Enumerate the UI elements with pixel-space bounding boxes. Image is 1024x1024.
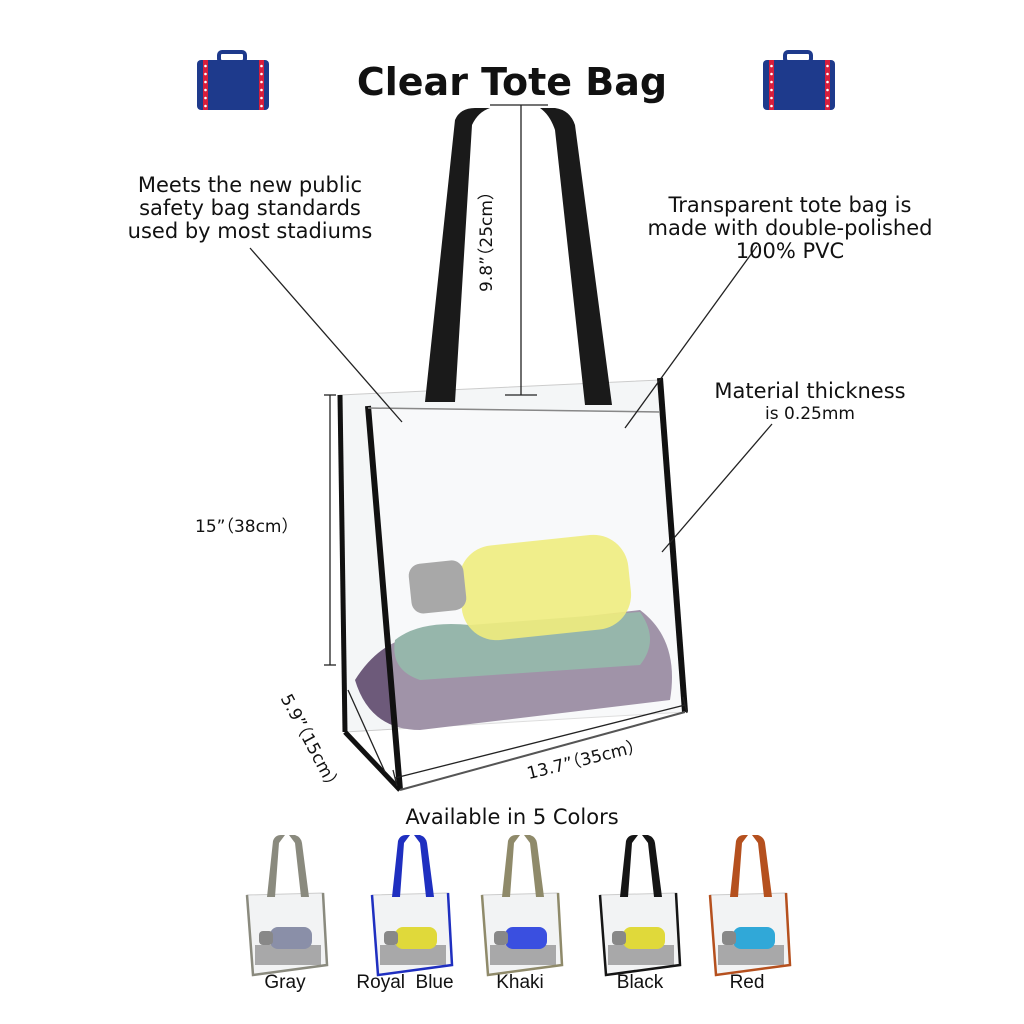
callout-material: Transparent tote bag is made with double… — [610, 194, 970, 263]
suitcase-icon — [763, 50, 835, 110]
color-swatch-bag — [245, 835, 329, 977]
callout-thickness: Material thickness is 0.25mm — [690, 380, 930, 426]
callout-line: is 0.25mm — [765, 404, 855, 424]
dimension-lines — [249, 104, 773, 787]
handle-dimension: 9.8”（25cm） — [476, 183, 497, 292]
color-swatch-bag — [370, 835, 454, 977]
colors-heading: Available in 5 Colors — [405, 805, 619, 829]
callout-line: Transparent tote bag is — [668, 193, 912, 217]
callout-line: Meets the new public — [137, 173, 363, 197]
callout-line: Material thickness — [714, 379, 906, 403]
suitcase-icon — [197, 50, 269, 110]
color-label-royal-blue: Royal Blue — [356, 972, 454, 993]
color-label-khaki: Khaki — [496, 972, 544, 993]
callout-line: used by most stadiums — [127, 219, 373, 243]
page-title: Clear Tote Bag — [356, 60, 668, 104]
color-label-red: Red — [729, 972, 765, 993]
callout-standards: Meets the new public safety bag standard… — [95, 174, 405, 243]
callout-line: 100% PVC — [735, 239, 845, 263]
color-swatch-bag — [598, 835, 682, 977]
callout-line: safety bag standards — [139, 196, 361, 220]
color-label-black: Black — [616, 972, 664, 993]
height-dimension: 15”（38cm） — [195, 517, 299, 537]
color-swatch-bag — [480, 835, 564, 977]
color-swatch-bag — [708, 835, 792, 977]
main-tote-bag — [337, 108, 688, 792]
callout-line: made with double-polished — [647, 216, 933, 240]
color-label-gray: Gray — [264, 972, 306, 993]
